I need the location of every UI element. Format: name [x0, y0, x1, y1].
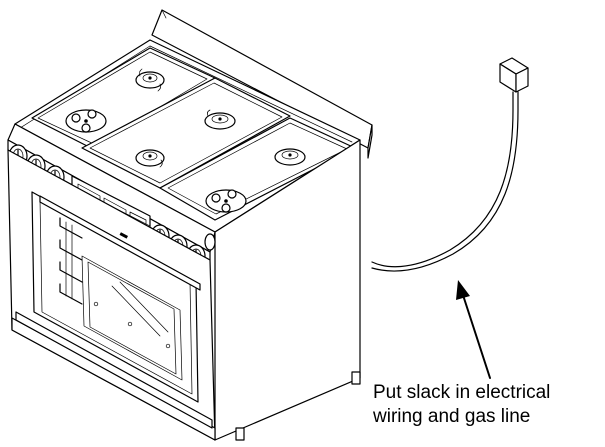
leveling-feet — [235, 371, 361, 441]
oven-handle — [39, 195, 201, 291]
gas-burner-icon — [204, 109, 236, 130]
annotation-line-1: Put slack in electrical — [373, 382, 551, 403]
gas-burner-icon — [274, 148, 306, 166]
kick-panel — [11, 311, 216, 441]
gas-burner-icon — [135, 68, 165, 92]
annotation-line-2: wiring and gas line — [373, 406, 531, 427]
gas-burner-icon — [205, 189, 247, 213]
oven-racks — [59, 217, 83, 305]
pointer-arrow-icon — [456, 280, 491, 379]
control-knob-icon — [204, 233, 216, 251]
gas-burner-icon — [65, 109, 107, 133]
electrical-wiring-line — [371, 91, 519, 272]
junction-box — [499, 57, 529, 93]
gas-burner-icon — [135, 149, 165, 168]
grate-middle — [81, 77, 291, 189]
